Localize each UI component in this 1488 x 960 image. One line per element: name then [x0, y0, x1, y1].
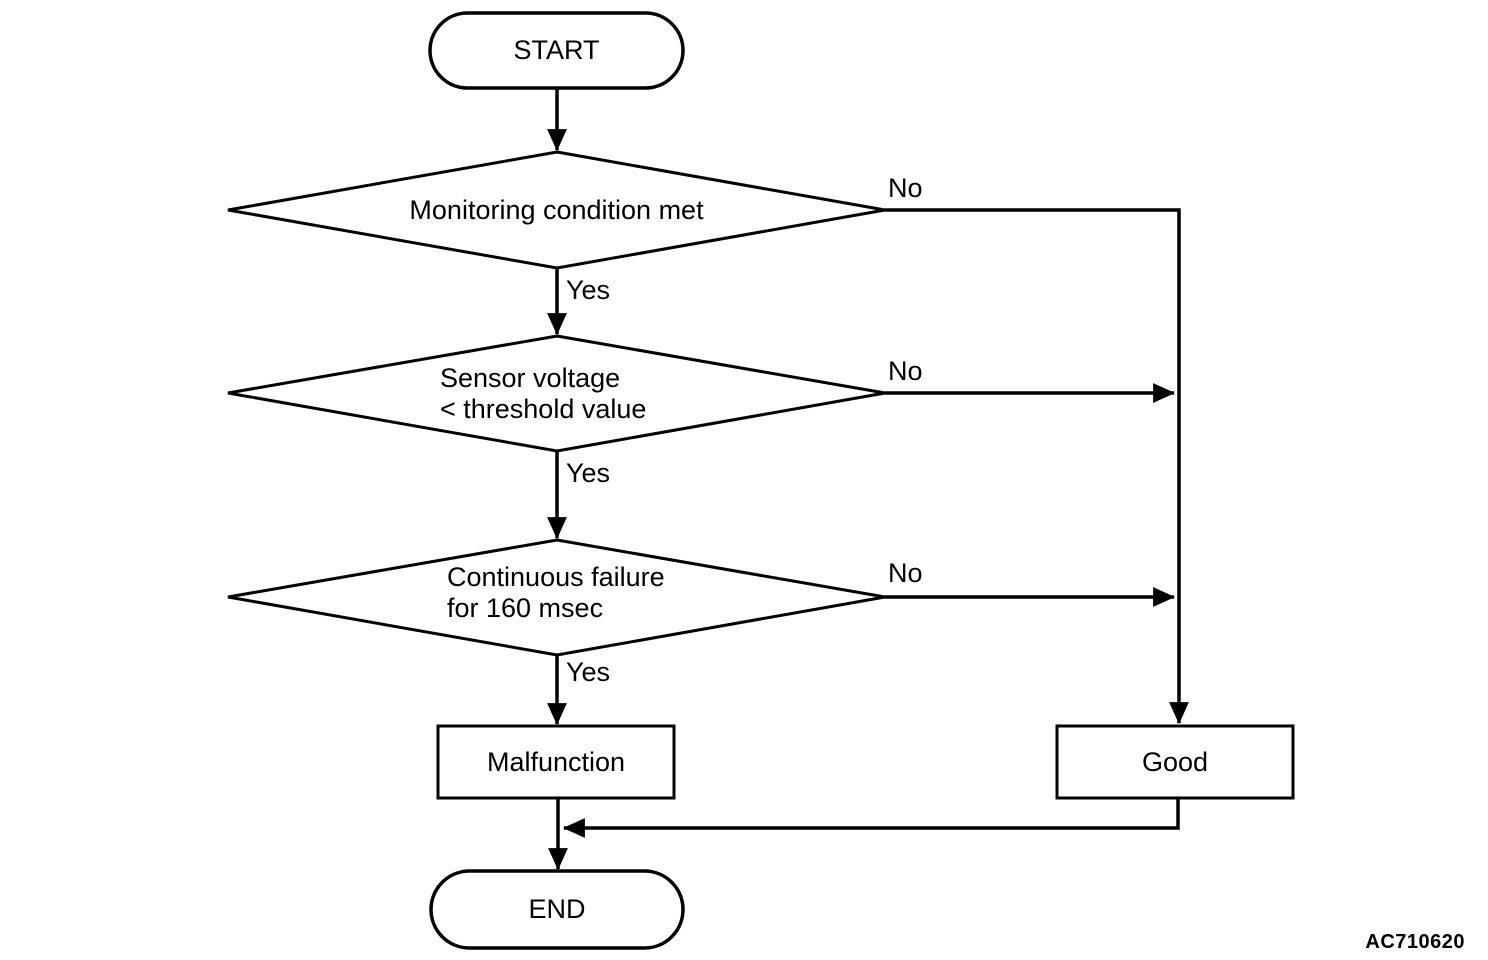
decision2-yes-label: Yes [566, 458, 611, 488]
good-process-shape [1055, 724, 1295, 800]
decision3-no-label: No [888, 558, 923, 588]
decision2-diamond-shape [227, 334, 886, 453]
decision3-node-label: Continuous failure for 160 msec [447, 562, 665, 624]
edge-decision1-no [885, 208, 1189, 725]
figure-code: AC710620 [1365, 931, 1465, 953]
malfunction-node-label: Malfunction [486, 746, 626, 777]
decision1-yes-label: Yes [566, 275, 611, 305]
decision3-label-line2: for 160 msec [447, 593, 604, 623]
start-node-label: START [513, 35, 600, 65]
decision1-no-label: No [888, 173, 923, 203]
end-node-label: END [528, 894, 586, 924]
start-terminator-shape [428, 11, 685, 90]
decision2-label-line2: < threshold value [440, 394, 647, 424]
edge-good-to-end [562, 797, 1180, 838]
malfunction-process-shape [436, 724, 676, 800]
end-terminator-shape [429, 869, 685, 950]
decision1-node-label: Monitoring condition met [409, 194, 704, 225]
decision3-diamond-shape [227, 538, 886, 657]
decision3-label-line1: Continuous failure [447, 562, 665, 592]
decision3-yes-label: Yes [566, 657, 611, 687]
decision2-no-label: No [888, 356, 923, 386]
good-node-label: Good [1141, 746, 1209, 777]
decision2-node-label: Sensor voltage < threshold value [440, 363, 646, 425]
decision1-diamond-shape [227, 150, 886, 270]
decision2-label-line1: Sensor voltage [440, 363, 621, 393]
